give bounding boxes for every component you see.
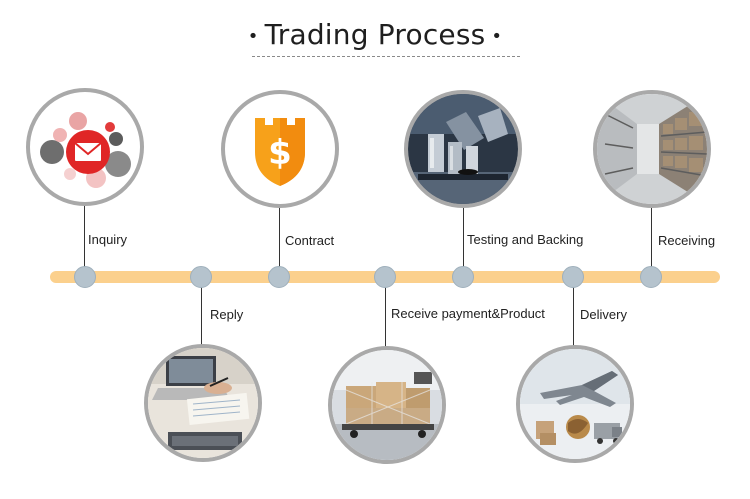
title-underline — [252, 56, 520, 57]
step-label-inquiry: Inquiry — [88, 232, 128, 247]
receiving-image — [593, 90, 711, 208]
stem-contract — [279, 207, 280, 273]
stem-receiving — [651, 205, 652, 273]
stem-receive — [385, 284, 386, 348]
stem-testing — [463, 205, 464, 273]
stem-reply — [201, 284, 202, 346]
receive-image — [328, 346, 446, 464]
stem-inquiry — [84, 205, 85, 273]
timeline-node-receive — [374, 266, 396, 288]
step-label-reply: Reply — [210, 307, 244, 322]
cargo-pallet-icon — [332, 350, 442, 460]
testing-image — [404, 90, 522, 208]
step-label-contract: Contract — [285, 233, 335, 248]
svg-text:$: $ — [268, 133, 292, 173]
timeline-node-testing — [452, 266, 474, 288]
dollar-shield-icon: $ — [255, 118, 305, 186]
step-label-receiving: Receiving — [658, 233, 716, 248]
title-block: •Trading Process• — [0, 18, 750, 51]
contract-image: $ — [221, 90, 339, 208]
timeline-node-contract — [268, 266, 290, 288]
timeline-node-inquiry — [74, 266, 96, 288]
inquiry-image — [26, 88, 144, 206]
timeline-node-receiving — [640, 266, 662, 288]
page-title: •Trading Process• — [242, 18, 509, 51]
warehouse-icon — [597, 94, 707, 204]
delivery-image — [516, 345, 634, 463]
microscope-icon — [408, 94, 518, 204]
airplane-logistics-icon — [520, 349, 630, 459]
timeline-node-reply — [190, 266, 212, 288]
reply-image — [144, 344, 262, 462]
step-label-delivery: Delivery — [580, 307, 627, 322]
title-text: Trading Process — [264, 18, 486, 51]
timeline-node-delivery — [562, 266, 584, 288]
step-label-receive: Receive payment&Product — [391, 306, 545, 321]
title-bullet-left: • — [247, 25, 259, 47]
step-label-testing: Testing and Backing — [467, 232, 584, 247]
email-icon — [40, 112, 131, 188]
title-bullet-right: • — [491, 25, 503, 47]
stem-delivery — [573, 284, 574, 346]
laptop-writing-icon — [148, 348, 258, 458]
